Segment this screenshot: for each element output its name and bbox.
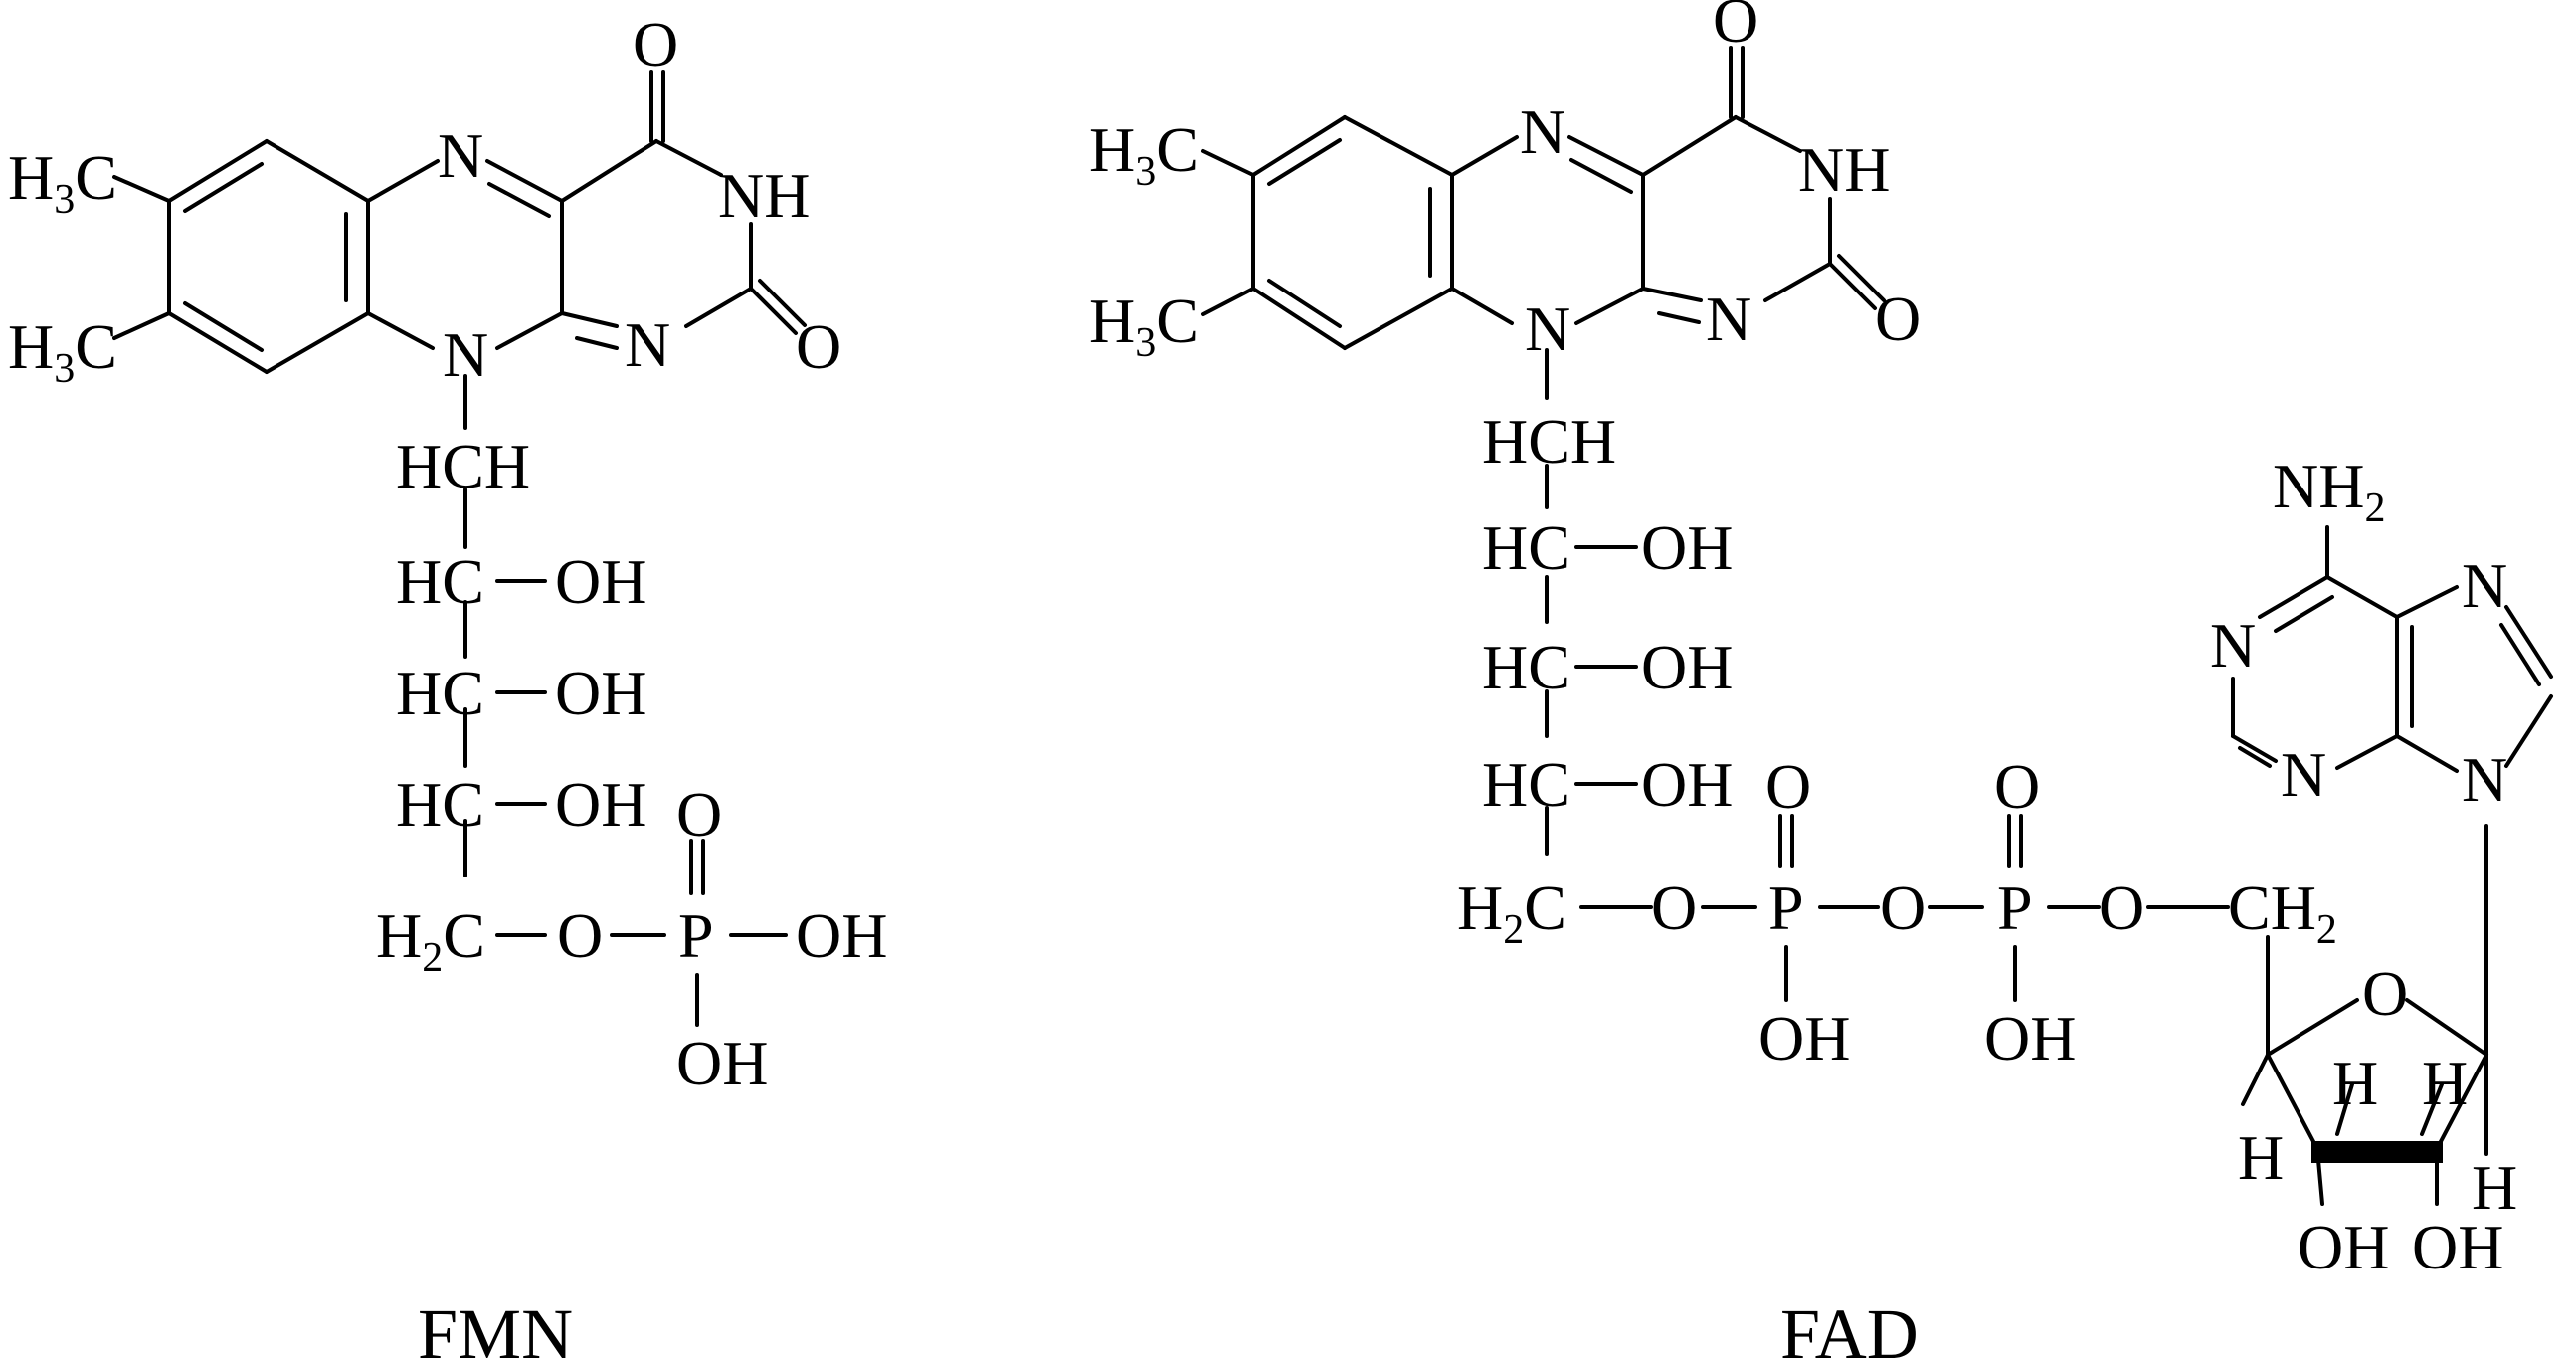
fad-chain-oh2: OH <box>1641 512 1733 583</box>
fmn-pyrimidine-ring <box>560 70 807 350</box>
fad-bridge-o: O <box>1880 873 1926 943</box>
fmn-n5-label: N <box>438 120 483 191</box>
fad-chain-oh4: OH <box>1641 749 1733 820</box>
fad-ribose-h2: H <box>2422 1048 2468 1118</box>
fad-n5-label: N <box>1520 97 1565 167</box>
fad-ribose-oh-2: OH <box>2412 1212 2503 1282</box>
fad-ribose-ring <box>2241 824 2488 1206</box>
fad-ribose-h3: H <box>2238 1122 2284 1193</box>
fad-benzene-ring <box>1251 115 1454 350</box>
fmn-methyl-bond-2 <box>112 311 171 340</box>
fmn-methyl-bond-1 <box>112 175 171 203</box>
fmn-chain-c2: HC <box>396 546 484 617</box>
fad-caption: FAD <box>1780 1294 1919 1365</box>
fad-diphosphate-bonds <box>1701 814 2230 1002</box>
fad-ester-o3: O <box>2099 873 2144 943</box>
fad-adenine-n7: N <box>2462 550 2507 621</box>
fmn-ribityl-bonds <box>463 374 547 937</box>
fmn-chain-c1: HCH <box>396 431 530 501</box>
fad-n1-label: N <box>1706 284 1751 354</box>
fad-methyl-bond-1 <box>1201 149 1255 177</box>
fmn-chain-c5: H2C <box>376 900 485 981</box>
fad-ester-o1: O <box>1651 873 1697 943</box>
fmn-chain-c4: HC <box>396 769 484 840</box>
fad-ribose-bold-bond <box>2311 1141 2443 1163</box>
fad-chain-oh3: OH <box>1641 632 1733 702</box>
fad-adenine-rings <box>2231 525 2553 773</box>
fad-pyrazine-ring <box>1450 135 1645 325</box>
fad-adenine-nh2: NH2 <box>2273 451 2385 531</box>
fad-methyl-2: H3C <box>1089 286 1198 366</box>
fad-chain-c2: HC <box>1482 512 1570 583</box>
fmn-benzene-ring <box>167 139 370 374</box>
fmn-methyl-1: H3C <box>8 142 117 223</box>
fad-ribose-ch2: CH2 <box>2228 873 2337 953</box>
fad-adenine-n3: N <box>2281 739 2326 810</box>
fad-phosphorus-2: P <box>1997 873 2033 943</box>
fad-chain-c1: HCH <box>1482 406 1616 477</box>
fad-chain-c3: HC <box>1482 632 1570 702</box>
fad-ribose-oh-1: OH <box>2298 1212 2389 1282</box>
fmn-structure: H3C H3C N N N NH O O HCH HC OH HC OH HC … <box>8 9 887 1365</box>
fmn-chain-oh3: OH <box>555 658 646 728</box>
fad-structure: H3C H3C N N N NH O O HCH HC OH HC OH HC … <box>1089 0 2553 1365</box>
fad-oxo-c2: O <box>1875 284 1921 354</box>
fmn-chain-oh4: OH <box>555 769 646 840</box>
fmn-chain-c3: HC <box>396 658 484 728</box>
fmn-nh3-label: NH <box>718 160 810 231</box>
fmn-n1-label: N <box>625 309 670 380</box>
fad-p2-oxo: O <box>1994 751 2040 822</box>
fmn-pyrazine-ring <box>366 159 564 350</box>
fmn-oxo-c2: O <box>796 311 841 382</box>
fmn-oxo-c4: O <box>633 9 678 80</box>
fmn-phosphate-bonds <box>610 839 788 1027</box>
fad-methyl-bond-2 <box>1201 287 1255 316</box>
fad-adenine-n9: N <box>2462 744 2507 815</box>
fad-chain-c4: HC <box>1482 749 1570 820</box>
fmn-phosphorus: P <box>678 900 714 971</box>
fad-adenine-n1: N <box>2210 610 2256 681</box>
fad-p1-oxo: O <box>1765 751 1811 822</box>
fmn-caption: FMN <box>418 1294 573 1365</box>
fad-p1-oh: OH <box>1758 1003 1850 1073</box>
fad-ribityl-bonds <box>1545 348 1653 909</box>
fad-ribose-h4: H <box>2472 1152 2517 1223</box>
fad-methyl-1: H3C <box>1089 114 1198 195</box>
fmn-chain-oh2: OH <box>555 546 646 617</box>
fmn-methyl-2: H3C <box>8 311 117 392</box>
fmn-phosphate-oh-below: OH <box>676 1028 768 1098</box>
fad-pyrimidine-ring <box>1641 46 1886 324</box>
fmn-ester-o: O <box>557 900 603 971</box>
fad-chain-c5: H2C <box>1457 873 1566 953</box>
fmn-phosphate-o: O <box>676 779 722 850</box>
fad-p2-oh: OH <box>1984 1003 2076 1073</box>
fmn-phosphate-oh-right: OH <box>796 900 887 971</box>
fad-nh3-label: NH <box>1798 134 1890 205</box>
fad-phosphorus-1: P <box>1768 873 1804 943</box>
fad-oxo-c4: O <box>1713 0 1758 56</box>
fad-ribose-h1: H <box>2332 1048 2378 1118</box>
fad-ribose-o: O <box>2362 958 2408 1029</box>
